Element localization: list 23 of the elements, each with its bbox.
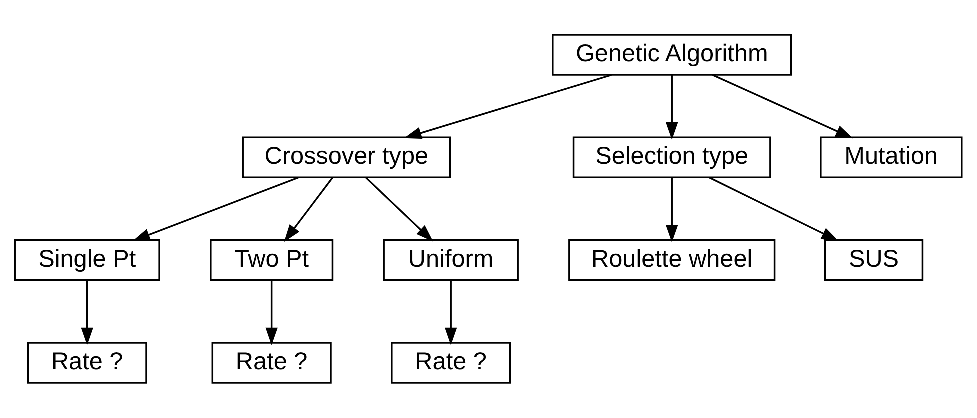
arrow (132, 177, 299, 242)
arrow (444, 280, 458, 346)
node-box: Genetic Algorithm (552, 34, 792, 76)
arrow (666, 75, 678, 140)
node-box: Selection type (572, 136, 772, 179)
node-box: Crossover type (242, 136, 452, 179)
arrow (666, 178, 678, 243)
node-box: Roulette wheel (568, 239, 776, 282)
node-box: Two Pt (210, 239, 334, 282)
node-box: Rate ? (212, 342, 332, 384)
node-box: Rate ? (391, 342, 512, 384)
node-box: Single Pt (14, 239, 160, 282)
node-box: Rate ? (27, 342, 148, 384)
arrow (404, 74, 612, 140)
arrow (712, 74, 854, 139)
arrow (266, 280, 278, 346)
node-box: Uniform (383, 239, 519, 282)
node-box: Mutation (820, 136, 963, 179)
arrow (284, 178, 334, 242)
arrow (709, 177, 840, 242)
arrow (81, 280, 94, 346)
arrow (366, 177, 434, 242)
node-box: SUS (824, 239, 924, 282)
